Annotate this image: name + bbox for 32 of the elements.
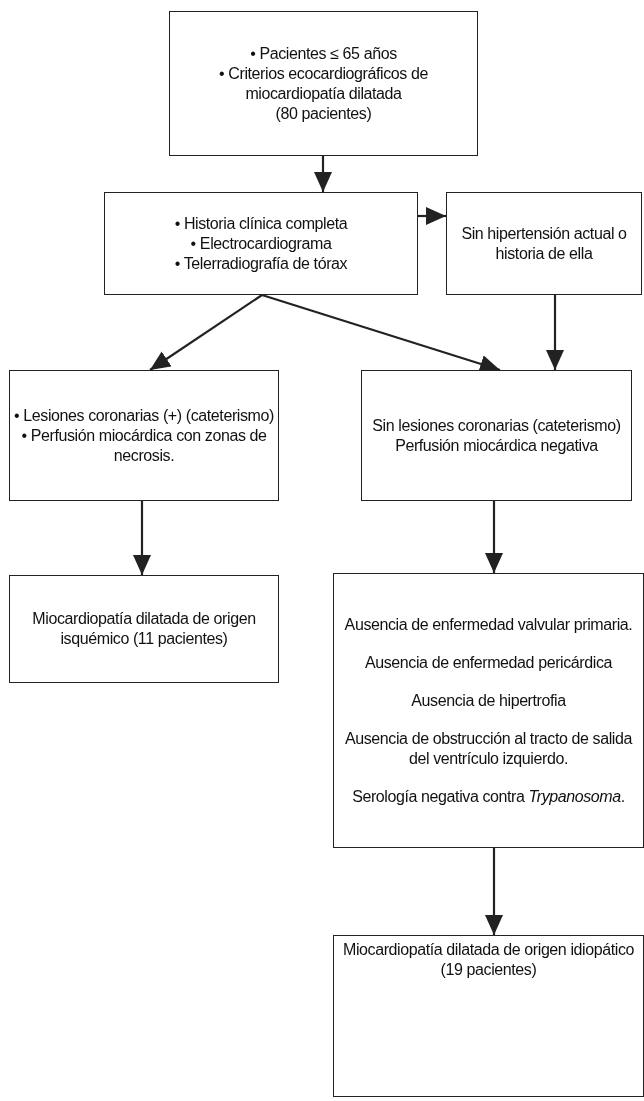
box-text: Serología negativa contra Trypanosoma. (352, 786, 625, 807)
box-text: Ausencia de obstrucción al tracto de salida del ventrículo izquierdo. (344, 728, 634, 769)
box-text: • Criterios ecocardiográficos de miocardiopatía dilatada (218, 63, 429, 104)
process-box (333, 935, 644, 1097)
arrow (133, 501, 151, 575)
box-text: • Pacientes ≤ 65 años (250, 43, 397, 64)
arrow (314, 156, 332, 192)
box-text: Ausencia de hipertrofia (411, 690, 566, 711)
process-box (333, 573, 644, 848)
process-box (361, 370, 632, 501)
process-box (169, 11, 478, 156)
box-text: • Perfusión miocárdica con zonas de necrosis. (20, 425, 268, 466)
box-text: • Lesiones coronarias (+) (cateterismo) (14, 405, 274, 426)
box-text: Sin lesiones coronarias (cateterismo) Perfusión miocárdica negativa (371, 415, 622, 456)
process-box (104, 192, 418, 295)
arrow (149, 294, 263, 371)
arrow (485, 848, 503, 935)
box-text: Sin hipertensión actual o historia de ella (460, 223, 628, 264)
box-text: • Telerradiografía de tórax (174, 253, 348, 274)
arrow (485, 501, 503, 573)
box-text: • Electrocardiograma (190, 233, 332, 254)
process-box (9, 575, 279, 683)
box-text: Miocardiopatía dilatada de origen idiopático (19 pacientes) (341, 940, 636, 980)
box-text: Ausencia de enfermedad pericárdica (365, 652, 612, 673)
box-text: Miocardiopatía dilatada de origen isquémico (11 pacientes) (31, 609, 257, 649)
box-text: Ausencia de enfermedad valvular primaria. (344, 614, 633, 635)
arrow (546, 295, 564, 370)
process-box (446, 192, 642, 295)
box-text: (80 pacientes) (275, 103, 372, 124)
box-text: • Historia clínica completa (174, 213, 348, 234)
arrow (418, 207, 446, 225)
process-box (9, 370, 279, 501)
